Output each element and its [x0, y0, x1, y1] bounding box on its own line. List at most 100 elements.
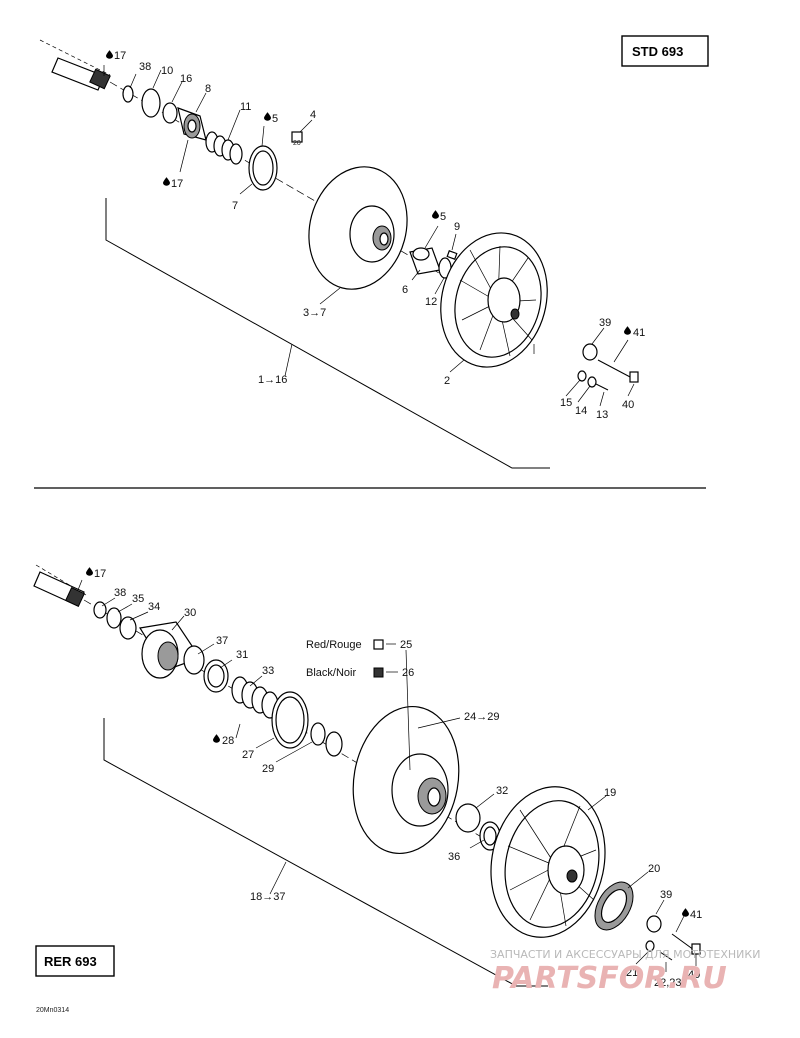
watermark-logo: PARTSFOR.RU: [492, 961, 727, 996]
part-39: [582, 343, 598, 361]
part-29: [310, 722, 326, 746]
callout-31: 31: [236, 649, 248, 661]
part-25: [373, 639, 384, 650]
callout-14: 14: [575, 405, 587, 417]
callout-5: 5: [272, 113, 278, 125]
part-10: [141, 88, 161, 118]
part-39b: [646, 915, 662, 933]
part-24-sheave: [352, 705, 460, 855]
callout-38: 38: [139, 61, 151, 73]
group-bracket-top: [105, 198, 550, 469]
part-40-bolt: [597, 359, 639, 383]
black-label: Black/Noir: [306, 667, 356, 679]
callout-17b: 17: [171, 178, 183, 190]
part-27: [271, 691, 309, 749]
part-31: [203, 659, 229, 693]
callout-21: 21: [626, 967, 638, 979]
callout-38: 38: [114, 587, 126, 599]
part-22-screw: [659, 951, 673, 961]
part-15: [577, 370, 587, 382]
part-35: [106, 607, 122, 629]
leader-lines-bottom: [77, 579, 697, 972]
callout-41: 41: [633, 327, 645, 339]
part-7: [248, 145, 278, 191]
callout-2: 2: [444, 375, 450, 387]
callout-37: 37: [216, 635, 228, 647]
leader-lines-top: [103, 65, 635, 407]
callout-6: 6: [402, 284, 408, 296]
part-4: [291, 131, 303, 143]
callout-36: 36: [448, 851, 460, 863]
shaft-bottom: [33, 564, 87, 607]
part-13-screw: [595, 383, 609, 391]
callout-29: 29: [262, 763, 274, 775]
callout-19: 19: [604, 787, 616, 799]
svg-text:20: 20: [293, 140, 301, 147]
top-section: STD 693: [39, 35, 709, 469]
callout-12: 12: [425, 296, 437, 308]
callout-3: 3→7: [303, 307, 326, 319]
rer-box: [35, 945, 115, 977]
callout-17: 17: [94, 568, 106, 580]
rer-box-label: RER 693: [44, 954, 97, 969]
callout-17: 17: [114, 50, 126, 62]
callout-40: 40: [688, 969, 700, 981]
part-14: [587, 376, 597, 388]
std-box: [621, 35, 709, 67]
part-38b: [93, 601, 107, 619]
bolt-icon: 20: [293, 140, 301, 147]
part-34: [119, 616, 137, 640]
callout-35: 35: [132, 593, 144, 605]
callout-13: 13: [596, 409, 608, 421]
callout-39: 39: [599, 317, 611, 329]
red-label: Red/Rouge: [306, 639, 362, 651]
watermark: ЗАПЧАСТИ И АКСЕССУАРЫ ДЛЯ МОТОТЕХНИКИ PA…: [490, 948, 760, 996]
part-9: [446, 250, 458, 260]
part-21: [645, 940, 655, 952]
callout-15: 15: [560, 397, 572, 409]
callout-25: 25: [400, 639, 412, 651]
callout-28: 28: [222, 735, 234, 747]
callout-33: 33: [262, 665, 274, 677]
callout-27: 27: [242, 749, 254, 761]
bottom-section: 17 38 35 34 30 37 31 33 Red/Rouge 25 Bla…: [33, 564, 702, 989]
callout-1: 1→16: [258, 374, 287, 386]
callouts-bottom: 17 38 35 34 30 37 31 33 Red/Rouge 25 Bla…: [94, 568, 702, 989]
std-box-label: STD 693: [632, 44, 683, 59]
shaft-top: [39, 39, 111, 91]
callout-26: 26: [402, 667, 414, 679]
part-6: [409, 247, 441, 275]
callout-32: 32: [496, 785, 508, 797]
part-26: [373, 667, 384, 678]
figure-code: 20Mn0314: [36, 1007, 69, 1014]
part-3-sheave: [308, 166, 408, 290]
callout-10: 10: [161, 65, 173, 77]
callout-5b: 5: [440, 211, 446, 223]
callout-4: 4: [310, 109, 316, 121]
part-11-spring: [205, 131, 243, 165]
callout-30: 30: [184, 607, 196, 619]
part-30: [139, 621, 201, 679]
watermark-tagline: ЗАПЧАСТИ И АКСЕССУАРЫ ДЛЯ МОТОТЕХНИКИ: [490, 948, 760, 961]
axis-line-top: [109, 81, 521, 321]
part-29b: [325, 731, 343, 757]
callout-24: 24→29: [464, 711, 499, 723]
callout-18: 18→37: [250, 891, 285, 903]
part-16: [162, 102, 178, 124]
callout-34: 34: [148, 601, 160, 613]
part-20: [594, 881, 634, 931]
callout-41: 41: [690, 909, 702, 921]
group-bracket-bottom: [103, 718, 548, 987]
part-19-sheave: [490, 786, 606, 938]
part-38: [122, 85, 134, 103]
part-8: [177, 107, 207, 141]
part-37: [183, 645, 205, 675]
callout-8: 8: [205, 83, 211, 95]
callout-22-23: 22,23: [654, 977, 682, 989]
callouts-top: 17 38 10 16 8 11 5 4 17 7 5 9 6 12 3→7 3…: [114, 50, 645, 421]
callout-40: 40: [622, 399, 634, 411]
callout-7: 7: [232, 200, 238, 212]
callout-39: 39: [660, 889, 672, 901]
callout-20: 20: [648, 863, 660, 875]
